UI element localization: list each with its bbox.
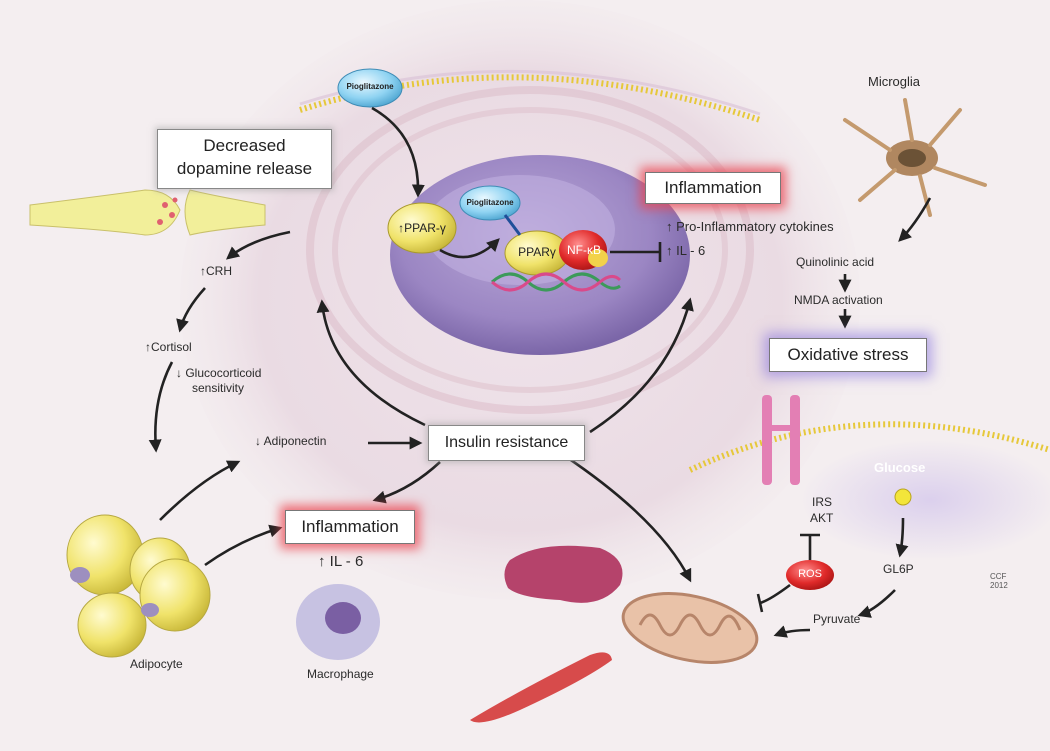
arrow-insulin-to-cell-left (316, 299, 426, 427)
glucocorticoid-label: ↓ Glucocorticoid sensitivity (176, 366, 261, 396)
up-arrow-icon: ↑ (398, 221, 405, 235)
up-arrow-icon: ↑ (666, 243, 673, 258)
inflammation-top-box: Inflammation (645, 172, 781, 204)
adipocyte-cluster-icon (66, 514, 211, 658)
mitochondrion-icon (621, 592, 759, 664)
muscle-icon (470, 652, 612, 723)
ppar-gamma-text: PPAR-γ (404, 221, 446, 235)
crh-label: ↑CRH (200, 264, 232, 278)
arrow-cortisol-down (148, 361, 174, 453)
decreased-dopamine-line2: dopamine release (176, 159, 313, 178)
cortisol-text: Cortisol (151, 340, 192, 354)
ppar-complex-label: PPARγ (518, 245, 556, 259)
arrow-to-crh (225, 230, 291, 260)
microglia-icon (843, 98, 987, 217)
decreased-dopamine-box: Decreased dopamine release (157, 129, 332, 189)
signature-line1: CCF (990, 572, 1007, 581)
pyruvate-label: Pyruvate (813, 612, 861, 626)
decreased-dopamine-line1: Decreased (203, 136, 286, 155)
endoplasmic-reticulum (306, 86, 754, 414)
arrow-microglia-to-quinolinic (898, 197, 932, 242)
pro-inflammatory-label: ↑ Pro-Inflammatory cytokines (666, 219, 834, 234)
down-arrow-icon: ↓ (255, 434, 261, 448)
inhibit-ros-to-mitochondria (756, 583, 791, 613)
insulin-resistance-label: Insulin resistance (444, 434, 569, 451)
crh-text: CRH (206, 264, 232, 278)
pioglitazone-bound-label: Pioglitazone (466, 198, 514, 207)
il6-bottom-label: ↑ IL - 6 (318, 553, 363, 570)
glucose-label: Glucose (874, 460, 926, 475)
arrow-insulin-to-cell-right (589, 297, 694, 434)
nfkb-label: NF-κB (567, 243, 601, 257)
pioglitazone-top-capsule (337, 68, 403, 108)
cell-membrane-top (299, 74, 761, 123)
glucocorticoid-line2: sensitivity (192, 381, 245, 395)
pioglitazone-top-label: Pioglitazone (346, 82, 394, 91)
inflammation-bottom-box: Inflammation (285, 510, 415, 544)
nmda-label: NMDA activation (794, 293, 883, 307)
arrow-pioglitazone-to-ppar (371, 106, 425, 198)
arrow-gl6p-to-pyruvate (857, 589, 896, 618)
cell-membrane-bottom (688, 421, 1050, 473)
macrophage-label: Macrophage (307, 667, 374, 681)
arrow-insulin-to-mitochondria (564, 454, 692, 583)
inflammation-top-label: Inflammation (664, 178, 762, 197)
liver-icon (504, 545, 623, 603)
up-arrow-icon: ↑ (318, 553, 326, 570)
insulin-receptor-icon (762, 395, 800, 485)
ppar-gamma-ball (387, 202, 457, 254)
cortisol-label: ↑Cortisol (145, 340, 192, 354)
arrow-insulin-to-inflammation (372, 461, 441, 504)
pioglitazone-bound-capsule (459, 185, 521, 221)
oxidative-stress-box: Oxidative stress (769, 338, 927, 372)
arrow-crh-to-cortisol (176, 287, 206, 333)
dna-helix-icon (491, 272, 622, 292)
il6-top-text: IL - 6 (676, 243, 706, 258)
akt-label: AKT (810, 511, 834, 525)
gl6p-label: GL6P (883, 562, 914, 576)
inflammation-bottom-label: Inflammation (301, 517, 399, 536)
adiponectin-text: Adiponectin (263, 434, 327, 448)
down-arrow-icon: ↓ (176, 366, 182, 380)
arrow-pyruvate-to-mitochondria (773, 625, 811, 638)
signature-line2: 2012 (990, 581, 1008, 590)
il6-bottom-text: IL - 6 (329, 553, 364, 570)
microglia-label: Microglia (868, 74, 921, 89)
ros-ball (786, 560, 834, 590)
macrophage-icon (296, 584, 380, 660)
up-arrow-icon: ↑ (200, 264, 206, 278)
up-arrow-icon: ↑ (666, 219, 673, 234)
arrow-adipocyte-to-adiponectin (159, 460, 241, 521)
oxidative-stress-label: Oxidative stress (787, 345, 909, 364)
synapse-icon (29, 189, 266, 236)
irs-label: IRS (812, 495, 833, 509)
il6-top-label: ↑ IL - 6 (666, 243, 705, 258)
inhibit-ros-to-irs (800, 533, 820, 560)
adipocyte-label: Adipocyte (130, 657, 183, 671)
signature-mark: CCF 2012 (990, 572, 1008, 590)
glucose-molecule (894, 488, 912, 506)
ppar-gamma-label: ↑PPAR-γ (392, 221, 452, 235)
pro-inflammatory-text: Pro-Inflammatory cytokines (676, 219, 834, 234)
glucocorticoid-line1: Glucocorticoid (185, 366, 262, 380)
up-arrow-icon: ↑ (145, 340, 151, 354)
ros-label: ROS (798, 568, 822, 580)
arrow-adipocyte-to-inflammation (204, 524, 283, 567)
arrow-ppar-to-complex (439, 238, 500, 259)
quinolinic-label: Quinolinic acid (796, 255, 875, 269)
arrow-glucose-to-gl6p (895, 517, 909, 558)
inhibit-nfkb-to-cytokines (610, 242, 662, 262)
adiponectin-label: ↓ Adiponectin (255, 434, 326, 448)
insulin-resistance-box: Insulin resistance (428, 425, 585, 461)
